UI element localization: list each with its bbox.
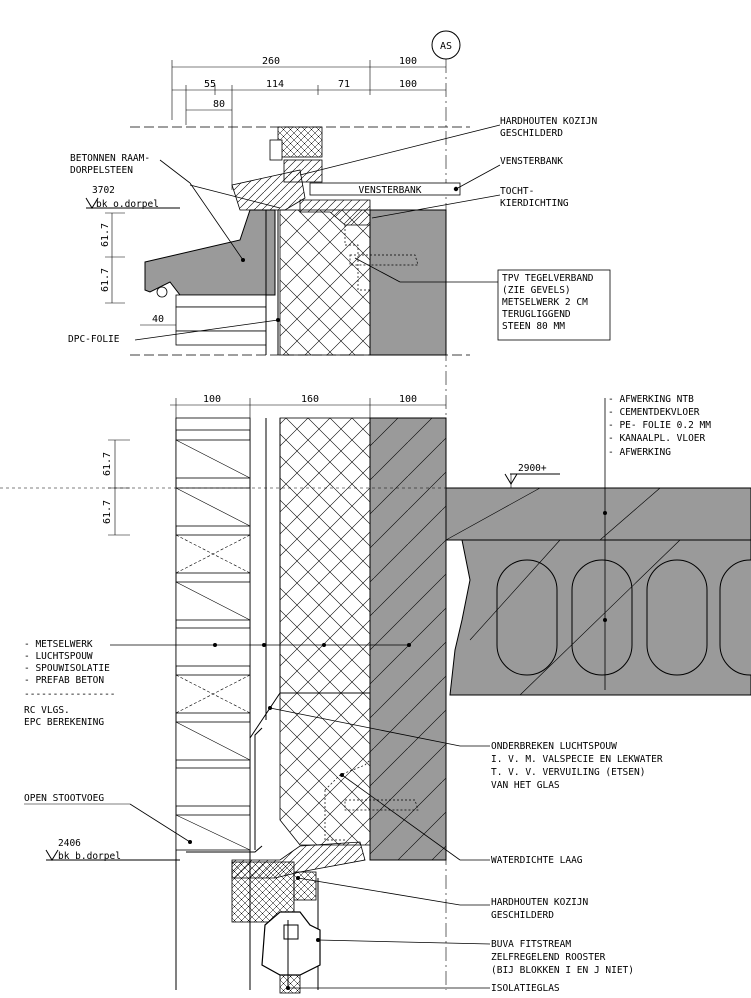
wall-labels: - METSELWERK - LUCHTSPOUW - SPOUWISOLATI… bbox=[24, 639, 411, 728]
dim-71: 71 bbox=[338, 79, 350, 90]
dim-114: 114 bbox=[266, 79, 284, 90]
dim-100-mid-a: 100 bbox=[203, 394, 221, 405]
dim-55: 55 bbox=[204, 79, 216, 90]
top-window-frame bbox=[277, 126, 323, 158]
cavity-insulation bbox=[279, 417, 371, 694]
floor-label-1: - AFWERKING NTB bbox=[608, 394, 694, 405]
vensterbank-label: VENSTERBANK bbox=[500, 156, 563, 167]
concrete-sill-stone bbox=[144, 209, 276, 296]
isolatieglas-label: ISOLATIEGLAS bbox=[491, 983, 560, 994]
top-concrete-wall bbox=[369, 209, 447, 356]
raamdorpel-line2: DORPELSTEEN bbox=[70, 165, 133, 176]
wall-label-prefab: - PREFAB BETON bbox=[24, 675, 104, 686]
top-insulation bbox=[279, 209, 371, 356]
kozijn-top-line2: GESCHILDERD bbox=[500, 128, 563, 139]
buva-line1: BUVA FITSTREAM bbox=[491, 939, 571, 950]
top-dimensions: 260 100 55 114 71 100 80 bbox=[171, 56, 446, 190]
floor-label-5: - AFWERKING bbox=[608, 447, 671, 458]
dim-100-mid-b: 100 bbox=[399, 394, 417, 405]
wall-note-epc: EPC BEREKENING bbox=[24, 717, 104, 728]
dim-260: 260 bbox=[262, 56, 280, 67]
tochtkier-line1: TOCHT- bbox=[500, 186, 534, 197]
onderbreken-line2: I. V. M. VALSPECIE EN LEKWATER bbox=[491, 754, 663, 765]
dim-617-top-a: 61.7 bbox=[100, 223, 111, 247]
dpc-label: DPC-FOLIE bbox=[68, 334, 120, 345]
floor-slab: 2900+ bbox=[0, 398, 751, 696]
tpv-line1: TPV TEGELVERBAND bbox=[502, 273, 594, 284]
waterdichte-laag-label: WATERDICHTE LAAG bbox=[491, 855, 583, 866]
onderbreken-line3: T. V. V. VERVUILING (ETSEN) bbox=[491, 767, 645, 778]
vensterbank-box bbox=[309, 182, 461, 196]
ventilation-grille bbox=[261, 911, 321, 976]
axis-marker-label: AS bbox=[440, 41, 452, 52]
floor-labels: - AFWERKING NTB - CEMENTDEKVLOER - PE- F… bbox=[608, 394, 711, 458]
buva-line2: ZELFREGELEND ROOSTER bbox=[491, 952, 606, 963]
level-2406: 2406 bbox=[58, 838, 81, 849]
sill-wood bbox=[231, 169, 306, 211]
level-2406-ref: bk b.dorpel bbox=[58, 851, 121, 862]
top-section: VENSTERBANK bbox=[130, 124, 501, 356]
kozijn-top-line1: HARDHOUTEN KOZIJN bbox=[500, 116, 598, 127]
level-3702-ref: bk o.dorpel bbox=[96, 199, 159, 210]
floor-label-4: - KANAALPL. VLOER bbox=[608, 433, 706, 444]
dim-617-mid-a: 61.7 bbox=[102, 452, 113, 476]
kozijn-bottom-line2: GESCHILDERD bbox=[491, 910, 554, 921]
dim-40: 40 bbox=[152, 314, 164, 325]
wall-label-metselwerk: - METSELWERK bbox=[24, 639, 93, 650]
wall-separator: ---------------- bbox=[24, 689, 116, 700]
tpv-line4: TERUGLIGGEND bbox=[502, 309, 571, 320]
main-wall bbox=[175, 417, 447, 990]
kozijn-bottom-line1: HARDHOUTEN KOZIJN bbox=[491, 897, 589, 908]
onderbreken-line4: VAN HET GLAS bbox=[491, 780, 560, 791]
floor-label-2: - CEMENTDEKVLOER bbox=[608, 407, 700, 418]
tpv-line5: STEEN 80 MM bbox=[502, 321, 565, 332]
dim-617-mid-b: 61.7 bbox=[102, 500, 113, 524]
lower-details: OPEN STOOTVOEG ONDERBREKEN LUCHTSPOUW I.… bbox=[24, 706, 663, 994]
top-labels: HARDHOUTEN KOZIJN GESCHILDERD VENSTERBAN… bbox=[68, 116, 611, 345]
level-2900: 2900+ bbox=[518, 463, 547, 474]
wall-note-rc: RC VLGS. bbox=[24, 705, 70, 716]
buva-line3: (BIJ BLOKKEN I EN J NIET) bbox=[491, 965, 634, 976]
brick-courses bbox=[175, 417, 251, 851]
tochtkier-line2: KIERDICHTING bbox=[500, 198, 569, 209]
mid-dimensions: 100 160 100 61.7 61.7 bbox=[102, 394, 446, 536]
dim-100-top: 100 bbox=[399, 56, 417, 67]
onderbreken-line1: ONDERBREKEN LUCHTSPOUW bbox=[491, 741, 617, 752]
tpv-note-box bbox=[497, 269, 611, 341]
dim-100-second: 100 bbox=[399, 79, 417, 90]
tpv-line2: (ZIE GEVELS) bbox=[502, 285, 571, 296]
wall-label-spouwisolatie: - SPOUWISOLATIE bbox=[24, 663, 110, 674]
open-stootvoeg-label: OPEN STOOTVOEG bbox=[24, 793, 104, 804]
dim-80: 80 bbox=[213, 99, 225, 110]
vensterbank-box-label: VENSTERBANK bbox=[359, 185, 422, 196]
raamdorpel-line1: BETONNEN RAAM- bbox=[70, 153, 150, 164]
level-3702: 3702 bbox=[92, 185, 115, 196]
cement-screed bbox=[445, 487, 751, 541]
dim-160: 160 bbox=[301, 394, 319, 405]
wall-label-luchtspouw: - LUCHTSPOUW bbox=[24, 651, 93, 662]
tpv-line3: METSELWERK 2 CM bbox=[502, 297, 588, 308]
floor-label-3: - PE- FOLIE 0.2 MM bbox=[608, 420, 711, 431]
dim-617-top-b: 61.7 bbox=[100, 268, 111, 292]
